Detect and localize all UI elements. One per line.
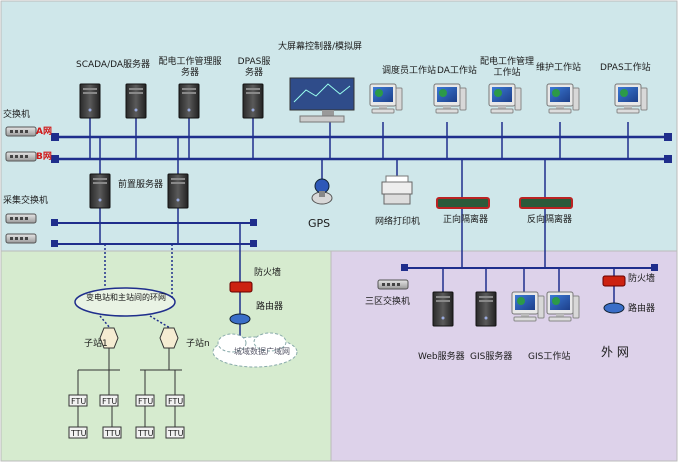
router-label: 路由器 xyxy=(256,302,284,312)
collect-switch-label: 采集交换机 xyxy=(3,196,49,206)
a-net-label: A网 xyxy=(36,127,52,137)
router2-label: 路由器 xyxy=(628,304,656,314)
dist-mgmt-server-icon xyxy=(178,83,200,119)
firewall-label: 防火墙 xyxy=(254,268,282,278)
collect-switch-2-icon xyxy=(5,233,37,244)
wan-cloud-icon xyxy=(212,332,298,368)
firewall-left-icon xyxy=(229,281,253,293)
substation-n-icon xyxy=(159,327,179,349)
ftu-label: FTU xyxy=(71,397,87,406)
terminal-tree-lines xyxy=(77,348,182,427)
big-screen-label: 大屏幕控制器/模拟屏 xyxy=(278,42,363,52)
da-ws-label: DA工作站 xyxy=(437,66,477,76)
big-screen-icon xyxy=(289,77,355,123)
firewall-right-icon xyxy=(602,275,626,287)
ftu-label: FTU xyxy=(168,397,184,406)
ttu-label: TTU xyxy=(105,429,121,438)
maint-ws-label: 维护工作站 xyxy=(536,63,582,73)
scada-server-icon xyxy=(79,83,101,119)
dispatcher-ws-icon xyxy=(369,83,403,114)
web-server-icon xyxy=(432,291,454,327)
reverse-isolator-label: 反向隔离器 xyxy=(527,215,573,225)
substation1-label: 子站1 xyxy=(84,339,108,349)
server-icon-2 xyxy=(125,83,147,119)
gps-label: GPS xyxy=(308,217,331,230)
router-left-icon xyxy=(229,313,251,325)
front-server-icon-2 xyxy=(167,173,189,209)
front-server-icon-1 xyxy=(89,173,111,209)
b-net-label: B网 xyxy=(36,152,52,162)
ring-network xyxy=(74,287,176,317)
zone-top xyxy=(0,0,678,252)
dpas-server-label: DPAS服务器 xyxy=(237,57,271,78)
zone3-switch-icon xyxy=(377,279,409,290)
printer-label: 网络打印机 xyxy=(375,217,421,227)
ttu-label: TTU xyxy=(71,429,87,438)
router-right-icon xyxy=(603,302,625,314)
substation-1-icon xyxy=(99,327,119,349)
ring-net-label: 变电站和主站间的环网 xyxy=(86,293,166,302)
reverse-isolator-icon xyxy=(519,197,573,209)
dist-mgmt-server-label: 配电工作管理服务器 xyxy=(158,57,222,78)
dist-mgmt-ws-label: 配电工作管理工作站 xyxy=(479,57,534,78)
ttu-label: TTU xyxy=(138,429,154,438)
collect-switch-1-icon xyxy=(5,213,37,224)
gis-ws-icon-2 xyxy=(546,291,580,322)
switch-b-icon xyxy=(5,151,37,162)
zone3-switch-label: 三区交换机 xyxy=(365,297,411,307)
ttu-label: TTU xyxy=(168,429,184,438)
web-server-label: Web服务器 xyxy=(418,352,465,362)
front-server-label: 前置服务器 xyxy=(118,180,164,190)
dist-mgmt-ws-icon xyxy=(488,83,522,114)
drop-lines xyxy=(89,118,629,345)
maint-ws-icon xyxy=(546,83,580,114)
ftu-label: FTU xyxy=(138,397,154,406)
dpas-ws-icon xyxy=(614,83,648,114)
switch-label: 交换机 xyxy=(3,110,31,120)
gps-icon xyxy=(311,178,333,205)
switch-a-icon xyxy=(5,126,37,137)
forward-isolator-label: 正向隔离器 xyxy=(443,215,489,225)
gis-ws-label: GIS工作站 xyxy=(528,352,571,362)
ftu-label: FTU xyxy=(102,397,118,406)
printer-icon xyxy=(381,175,413,205)
gis-server-icon xyxy=(475,291,497,327)
da-ws-icon xyxy=(433,83,467,114)
gis-server-label: GIS服务器 xyxy=(470,352,513,362)
substation-n-label: 子站n xyxy=(186,339,210,349)
scada-label: SCADA/DA服务器 xyxy=(76,60,151,70)
dpas-ws-label: DPAS工作站 xyxy=(600,63,651,73)
firewall2-label: 防火墙 xyxy=(628,274,656,284)
forward-isolator-icon xyxy=(436,197,490,209)
dispatcher-ws-label: 调度员工作站 xyxy=(382,66,437,76)
dpas-server-icon xyxy=(242,83,264,119)
wan-label: 城域数据广域网 xyxy=(234,347,290,356)
gis-ws-icon-1 xyxy=(511,291,545,322)
outer-net-label: 外 网 xyxy=(601,345,629,359)
